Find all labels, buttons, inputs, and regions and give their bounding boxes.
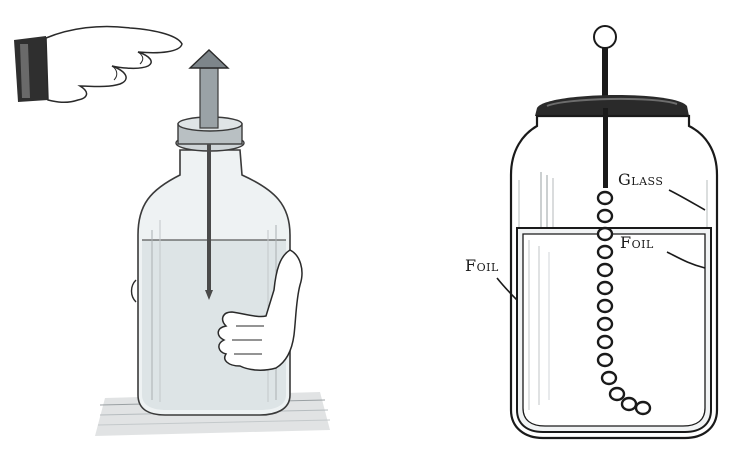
bottle (138, 150, 290, 415)
foil-label-right: Foil (620, 233, 654, 252)
upper-hand (14, 26, 182, 102)
jar-cross-section-diagram (405, 0, 749, 463)
jar-cross-section: Glass Foil Foil (405, 0, 749, 463)
jar-lid (535, 95, 689, 116)
foil-label-left: Foil (465, 256, 499, 275)
hand-touching-jar-rod-illustration (0, 0, 405, 463)
leyden-jar-illustration (0, 0, 405, 463)
glass-label: Glass (618, 170, 663, 189)
